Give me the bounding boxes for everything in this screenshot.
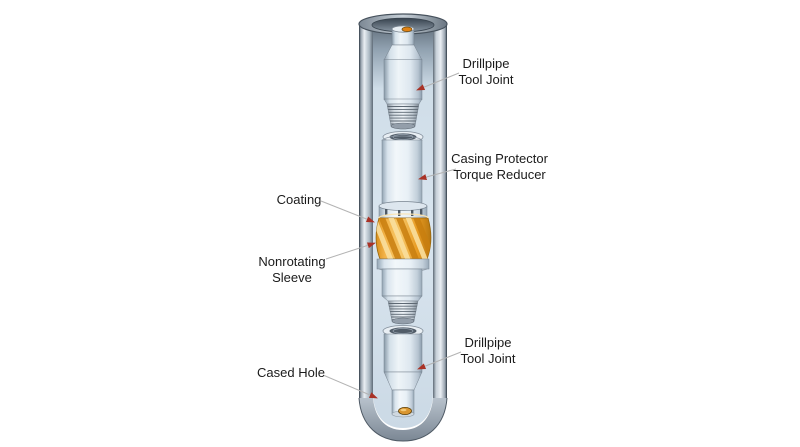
label-line: Tool Joint [458,72,514,88]
threaded-pin-top [386,103,420,130]
label-coating: Coating [253,192,345,208]
label-line: Cased Hole [257,365,325,380]
label-line: Nonrotating [258,254,326,269]
threaded-pin-bottom [387,300,419,325]
label-cased-hole: Cased Hole [241,365,341,381]
label-drillpipe-tool-joint-top: Drillpipe Tool Joint [436,56,536,89]
leader-nonrotating-sleeve [325,242,376,260]
casing-wall-left [359,24,373,398]
drillpipe-tool-joint-top [383,25,423,130]
pin-coating-dot [401,26,413,32]
label-nonrotating-sleeve: Nonrotating Sleeve [242,254,342,287]
leader-coating [320,200,375,223]
nonrotating-sleeve [375,213,432,264]
label-line: Sleeve [272,270,312,286]
label-casing-protector-torque-reducer: Casing Protector Torque Reducer [442,151,557,184]
label-line: Drillpipe [462,56,510,71]
leader-tool-joint-bottom [417,351,462,370]
casing-wall-right [433,24,447,398]
casing-protector-torque-reducer [375,131,432,325]
label-drillpipe-tool-joint-bottom: Drillpipe Tool Joint [438,335,538,368]
label-line: Drillpipe [464,335,512,350]
leader-casing-protector [418,168,457,180]
label-line: Casing Protector [451,151,548,166]
label-line: Torque Reducer [453,167,546,183]
label-line: Tool Joint [460,351,516,367]
drillpipe-tool-joint-bottom [382,325,424,418]
leader-cased-hole [322,374,378,399]
leader-lines [320,72,462,399]
leader-tool-joint-top [416,72,460,91]
casing-bottom-rim [359,398,447,441]
label-line: Coating [276,192,322,207]
